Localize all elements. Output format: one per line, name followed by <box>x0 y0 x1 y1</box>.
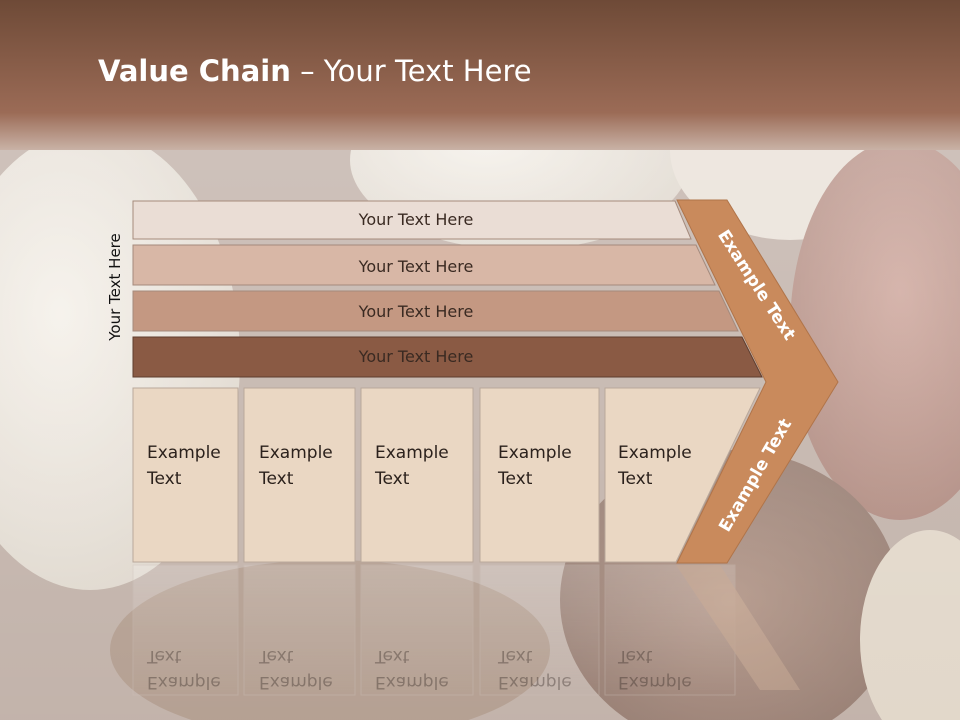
band-2: Your Text Here <box>132 290 739 332</box>
cell-4 <box>604 387 761 563</box>
title-rest: – Your Text Here <box>290 54 532 88</box>
reflection-cell-text: Example <box>375 672 449 692</box>
cell-text: Example <box>498 443 572 463</box>
reflection-cell-text: Example <box>618 672 692 692</box>
reflection-cell-text: Text <box>374 646 410 666</box>
cell-text: Example <box>375 443 449 463</box>
cell-text: Text <box>497 469 533 489</box>
band-3: Your Text Here <box>132 336 763 378</box>
reflection-cell-text: Example <box>259 672 333 692</box>
band-label: Your Text Here <box>358 302 474 321</box>
cell-1 <box>243 387 356 563</box>
activity-cells: Example Text Example Text Example Text E… <box>132 387 761 563</box>
cell-0 <box>132 387 239 563</box>
cell-text: Example <box>618 443 692 463</box>
title-bold: Value Chain <box>98 54 291 88</box>
band-label: Your Text Here <box>358 257 474 276</box>
cell-text: Example <box>147 443 221 463</box>
reflection-cell-text: Text <box>617 646 653 666</box>
reflection-cell-text: Text <box>258 646 294 666</box>
band-0: Your Text Here <box>132 200 692 240</box>
cell-text: Text <box>146 469 182 489</box>
cell-text: Text <box>258 469 294 489</box>
band-1: Your Text Here <box>132 244 716 286</box>
diagram-reflection <box>132 564 800 696</box>
cell-text: Text <box>617 469 653 489</box>
reflection-cell-text: Example <box>498 672 572 692</box>
reflection-texts: Example Text Example Text Example Text E… <box>146 646 692 692</box>
cell-text: Example <box>259 443 333 463</box>
slide-title: Value Chain – Your Text Here <box>98 54 532 88</box>
band-label: Your Text Here <box>358 347 474 366</box>
reflection-cell-text: Example <box>147 672 221 692</box>
cell-text: Text <box>374 469 410 489</box>
band-label: Your Text Here <box>358 210 474 229</box>
cell-2 <box>360 387 474 563</box>
cell-3 <box>479 387 600 563</box>
reflection-cell-text: Text <box>497 646 533 666</box>
reflection-cell-text: Text <box>146 646 182 666</box>
